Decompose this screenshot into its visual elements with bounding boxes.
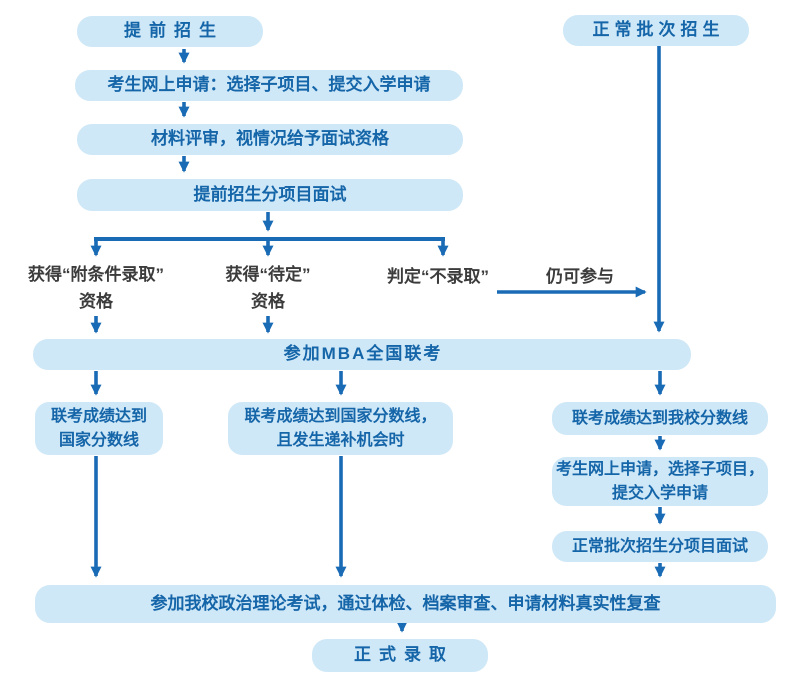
label-pending-offer-line1: 获得“待定” xyxy=(225,265,311,284)
node-material-review: 材料评审，视情况给予面试资格 xyxy=(77,124,463,155)
node-waitlist-line1: 联考成绩达到国家分数线， xyxy=(244,407,437,425)
label-pending-offer-line2: 资格 xyxy=(251,292,285,311)
label-conditional-offer-line1: 获得“附条件录取” xyxy=(28,265,164,284)
node-normal-apply: 考生网上申请，选择子项目， 提交入学申请 xyxy=(552,457,768,506)
node-national-score-line1: 联考成绩达到 xyxy=(50,407,147,425)
label-still-participate: 仍可参与 xyxy=(546,267,614,286)
label-conditional-offer-line2: 资格 xyxy=(79,292,113,311)
node-national-exam: 参加MBA全国联考 xyxy=(33,339,691,370)
node-national-score-line2: 国家分数线 xyxy=(58,431,139,449)
label-rejected: 判定“不录取” xyxy=(387,267,489,286)
node-online-application: 考生网上申请：选择子项目、提交入学申请 xyxy=(75,70,463,101)
node-school-score: 联考成绩达到我校分数线 xyxy=(552,402,768,435)
node-national-score: 联考成绩达到 国家分数线 xyxy=(35,402,163,455)
node-final-review: 参加我校政治理论考试，通过体检、档案审查、申请材料真实性复查 xyxy=(35,585,776,623)
node-final-admission: 正式录取 xyxy=(312,639,488,672)
node-normal-apply-line1: 考生网上申请，选择子项目， xyxy=(555,460,764,478)
node-normal-apply-line2: 提交入学申请 xyxy=(611,484,708,502)
node-normal-interview: 正常批次招生分项目面试 xyxy=(552,531,768,562)
node-early-interview: 提前招生分项目面试 xyxy=(77,179,463,211)
label-pending-offer: 获得“待定” 资格 xyxy=(188,261,348,315)
node-waitlist: 联考成绩达到国家分数线， 且发生递补机会时 xyxy=(228,402,453,455)
node-waitlist-line2: 且发生递补机会时 xyxy=(276,431,405,449)
node-normal-admission: 正常批次招生 xyxy=(563,15,749,46)
label-conditional-offer: 获得“附条件录取” 资格 xyxy=(6,261,186,315)
node-early-admission: 提前招生 xyxy=(77,16,263,47)
